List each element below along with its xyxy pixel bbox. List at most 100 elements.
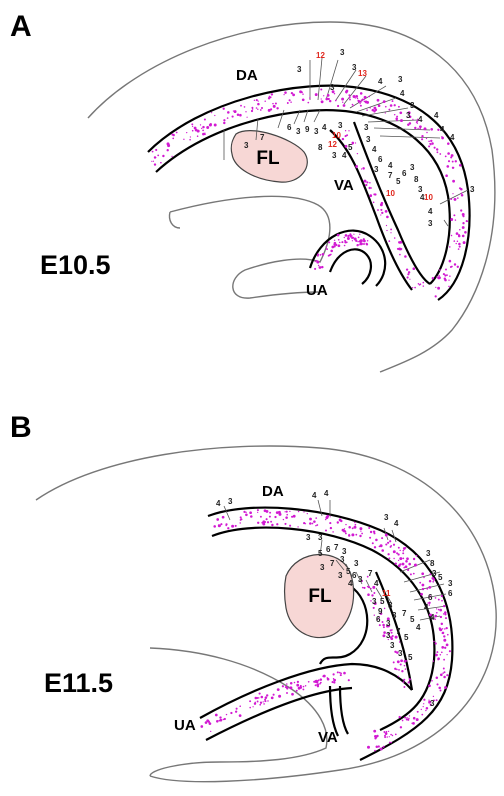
panel-b-signal-dot [216, 518, 219, 521]
panel-a-signal-dot [462, 222, 464, 224]
panel-a-signal-dot [448, 160, 450, 162]
panel-b-signal-dot [230, 712, 232, 714]
panel-b-va-vessel-2 [340, 686, 348, 734]
panel-b-signal-dot [442, 632, 443, 633]
panel-b-signal-dot [385, 534, 388, 537]
panel-a-signal-dot [352, 240, 353, 241]
panel-a-signal-dot [358, 100, 361, 103]
panel-a-cell-count: 3 [410, 101, 415, 110]
panel-b-signal-dot [442, 628, 443, 629]
panel-b-cell-count: 4 [324, 489, 329, 498]
panel-b-signal-dot [205, 721, 208, 724]
panel-a-cell-count: 3 [340, 48, 345, 57]
panel-b-cell-count: 6 [352, 571, 357, 580]
panel-a-signal-dot [257, 103, 260, 106]
panel-b-signal-dot [368, 586, 370, 588]
panel-a-signal-dot [426, 132, 428, 134]
panel-b-signal-dot [376, 735, 378, 737]
panel-b-signal-dot [362, 587, 364, 589]
panel-b-signal-dot [263, 701, 264, 702]
panel-b-signal-dot [245, 512, 246, 513]
panel-b-signal-dot [436, 651, 438, 653]
panel-a-signal-dot [191, 123, 193, 125]
panel-b-signal-dot [402, 558, 404, 560]
panel-a-signal-dot [453, 240, 455, 242]
panel-b-signal-dot [444, 686, 447, 689]
panel-b-signal-dot [235, 711, 237, 713]
panel-b-signal-dot [391, 632, 393, 634]
panel-a-signal-dot [400, 248, 402, 250]
panel-a-signal-dot [192, 126, 193, 127]
panel-b-signal-dot [235, 525, 237, 527]
panel-a-signal-dot [355, 142, 356, 143]
panel-a-cell-count: 7 [260, 133, 265, 142]
panel-b-signal-dot [413, 558, 415, 560]
panel-b-signal-dot [440, 690, 442, 692]
panel-a-signal-dot [237, 113, 240, 116]
panel-b-signal-dot [200, 725, 203, 728]
panel-b-signal-dot [249, 700, 251, 702]
panel-a-signal-dot [464, 231, 467, 234]
panel-b-signal-dot [374, 750, 376, 752]
panel-b-signal-dot [236, 708, 238, 710]
panel-a-signal-dot [381, 212, 383, 214]
panel-a-signal-dot [421, 135, 423, 137]
panel-b-signal-dot [390, 742, 392, 744]
panel-a-signal-dot [451, 235, 453, 237]
panel-a-cell-count: 4 [388, 161, 393, 170]
panel-a-signal-dot [457, 241, 459, 243]
panel-a-signal-dot [173, 134, 174, 135]
panel-b-signal-dot [445, 617, 447, 619]
panel-b-signal-dot [348, 679, 350, 681]
panel-b-signal-dot [389, 736, 390, 737]
panel-b-signal-dot [428, 602, 430, 604]
panel-b-signal-dot [296, 690, 298, 692]
panel-a-signal-dot [349, 99, 351, 101]
panel-a-signal-dot [246, 117, 247, 118]
panel-a-cell-count: 7 [388, 171, 393, 180]
panel-b-signal-dot [226, 714, 227, 715]
panel-b-cell-count: 3 [388, 601, 393, 610]
panel-b-signal-dot [261, 522, 263, 524]
panel-b-signal-dot [284, 511, 285, 512]
panel-b-signal-dot [406, 717, 408, 719]
panel-a-signal-dot [172, 138, 174, 140]
panel-b-signal-dot [286, 514, 288, 516]
panel-b-signal-dot [322, 675, 324, 677]
panel-b-cell-count: 4 [424, 603, 429, 612]
panel-a-signal-dot [302, 98, 305, 101]
panel-b-cell-count: 3 [386, 631, 391, 640]
panel-b-signal-dot [416, 718, 419, 721]
panel-a-signal-dot [406, 268, 408, 270]
panel-b-signal-dot [385, 732, 388, 735]
panel-a-signal-dot [385, 210, 388, 213]
panel-a-signal-dot [444, 279, 447, 282]
panel-b-signal-dot [373, 592, 375, 594]
panel-a-signal-dot [214, 124, 217, 127]
panel-a-signal-dot [367, 240, 369, 242]
panel-a-signal-dot [287, 102, 289, 104]
panel-a-signal-dot [155, 157, 156, 158]
panel-a-signal-dot [321, 266, 323, 268]
panel-a-signal-dot [399, 241, 402, 244]
panel-b-signal-dot [351, 533, 354, 536]
panel-a-signal-dot [436, 276, 437, 277]
panel-a-cell-count: 3 [374, 165, 379, 174]
panel-a-signal-dot [357, 98, 358, 99]
panel-b-cell-count: 3 [320, 563, 325, 572]
panel-a-signal-dot [261, 107, 263, 109]
panel-b-signal-dot [441, 595, 443, 597]
panel-b-signal-dot [319, 683, 321, 685]
panel-a-signal-dot [302, 93, 304, 95]
panel-b-signal-dot [389, 742, 391, 744]
panel-a-signal-dot [436, 148, 438, 150]
panel-b-signal-dot [405, 668, 407, 670]
panel-b-signal-dot [415, 563, 416, 564]
panel-a-signal-dot [434, 147, 436, 149]
panel-b-signal-dot [409, 715, 410, 716]
panel-b-signal-dot [257, 701, 259, 703]
panel-b-signal-dot [425, 710, 426, 711]
panel-a-signal-dot [423, 282, 425, 284]
panel-b-signal-dot [387, 542, 389, 544]
panel-a-signal-dot [360, 92, 363, 95]
